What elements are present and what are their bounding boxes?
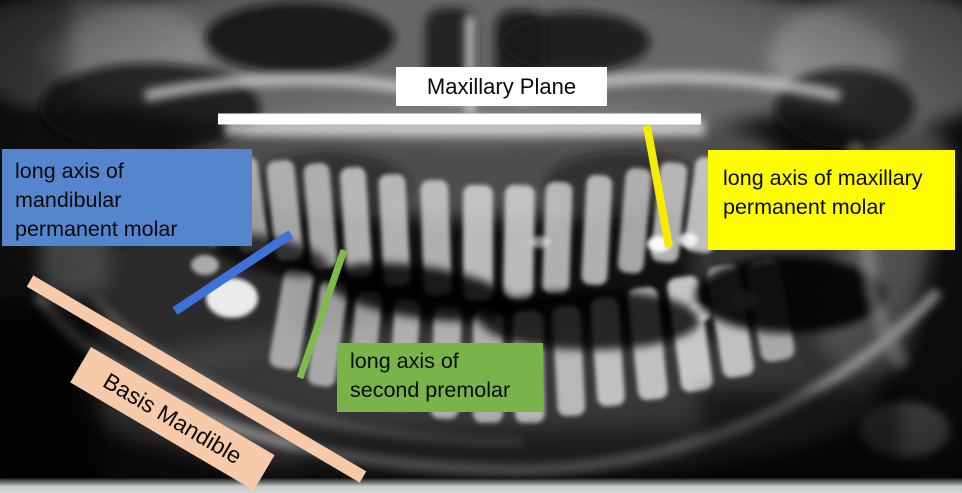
mandibular-molar-axis-line [172,230,294,315]
premolar-axis-line [296,248,348,380]
maxillary-plane-label: Maxillary Plane [396,67,607,106]
mandibular-molar-label: long axis of mandibular permanent molar [2,149,252,246]
maxillary-molar-label: long axis of maxillary permanent molar [708,150,955,250]
basis-mandible-line [26,275,367,483]
second-premolar-label: long axis of second premolar [337,343,543,412]
maxillary-molar-axis-line [643,125,673,248]
